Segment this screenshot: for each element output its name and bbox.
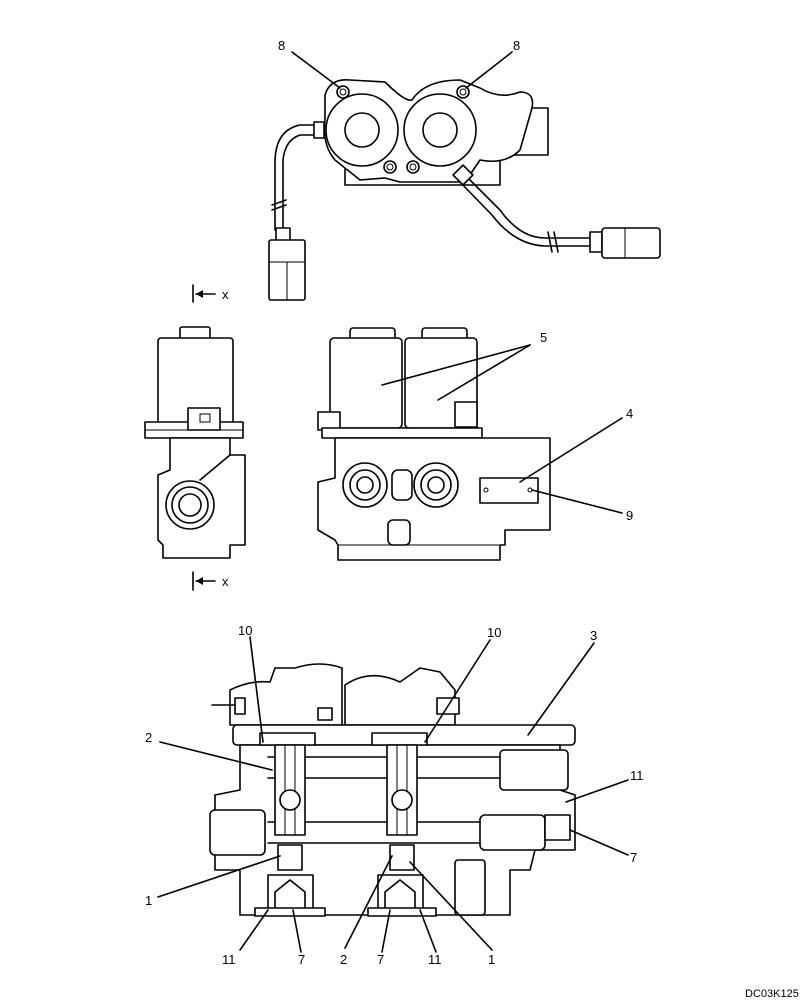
callout-3: 3 — [590, 628, 597, 643]
callout-labels: 8 8 5 4 9 10 10 3 2 11 7 1 11 7 2 7 11 1… — [145, 38, 799, 1000]
top-view — [268, 78, 661, 301]
side-view — [144, 326, 246, 559]
callout-8-right: 8 — [513, 38, 520, 53]
section-view — [209, 663, 576, 917]
callout-11-bottom-right: 11 — [428, 952, 442, 967]
drawing-code: DC03K125 — [745, 988, 799, 1000]
callout-11-bottom-left: 11 — [222, 952, 236, 967]
callout-5: 5 — [540, 330, 547, 345]
front-view — [317, 327, 551, 561]
callout-10-left: 10 — [238, 623, 252, 638]
callout-11-right: 11 — [630, 768, 644, 783]
callout-7-right: 7 — [630, 850, 637, 865]
callout-10-right: 10 — [487, 625, 501, 640]
callout-7-bottom-right: 7 — [377, 952, 384, 967]
section-marker-top: x — [192, 284, 229, 303]
callout-9: 9 — [626, 508, 633, 523]
section-marker-bottom: x — [192, 571, 229, 591]
section-marker-label-bottom: x — [222, 574, 229, 589]
callout-8-left: 8 — [278, 38, 285, 53]
callout-1-left: 1 — [145, 893, 152, 908]
callout-7-bottom-left: 7 — [298, 952, 305, 967]
section-marker-label-top: x — [222, 287, 229, 302]
callout-4: 4 — [626, 406, 633, 421]
callout-2-bottom: 2 — [340, 952, 347, 967]
callout-1-bottom: 1 — [488, 952, 495, 967]
callout-2-left: 2 — [145, 730, 152, 745]
leader-lines — [157, 51, 629, 953]
